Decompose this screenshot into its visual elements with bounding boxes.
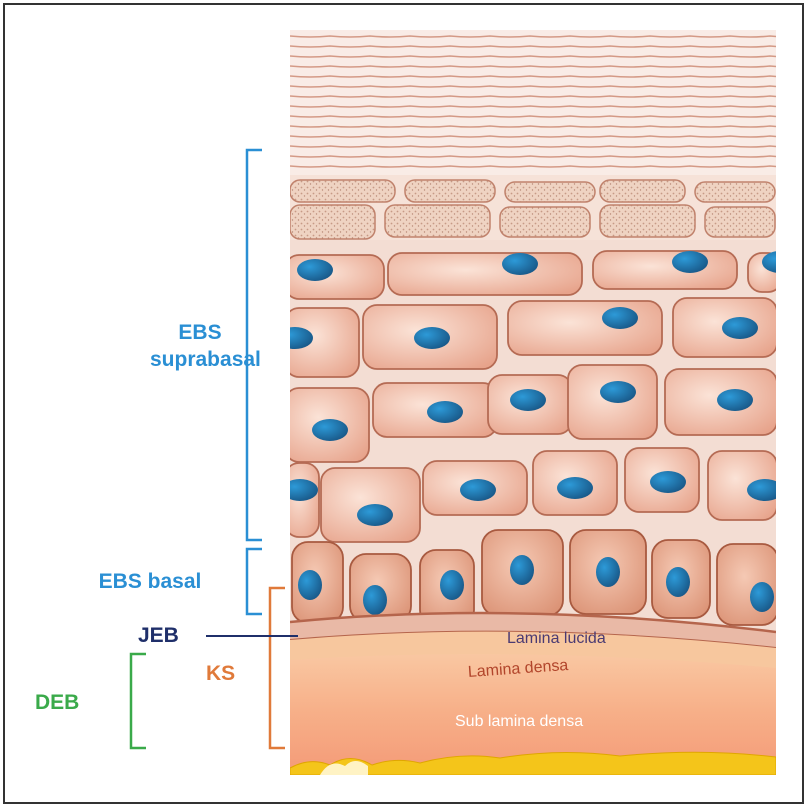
cell-nucleus (750, 582, 774, 612)
cell-nucleus (600, 381, 636, 403)
granular-cell (705, 207, 775, 237)
keratinocyte-cell (508, 301, 662, 355)
cell-nucleus (650, 471, 686, 493)
granular-cell (505, 182, 595, 202)
ebs-basal-bracket (247, 549, 262, 614)
cell-nucleus (312, 419, 348, 441)
granular-cell (600, 205, 695, 237)
cell-nucleus (297, 259, 333, 281)
cell-nucleus (747, 479, 783, 501)
keratinocyte-cell (388, 253, 582, 295)
deb-bracket (131, 654, 146, 748)
cell-nucleus (427, 401, 463, 423)
basal-cell (717, 544, 778, 625)
cell-nucleus (557, 477, 593, 499)
ks-label: KS (206, 662, 235, 686)
deb-label: DEB (35, 691, 79, 715)
keratinocyte-cell (593, 251, 737, 289)
ebs-suprabasal-line2: suprabasal (150, 346, 250, 373)
granular-cell (290, 180, 395, 202)
ks-bracket (270, 588, 285, 748)
keratinocyte-cell (285, 255, 384, 299)
sub-lamina-densa-label: Sub lamina densa (455, 713, 583, 731)
granular-cell (290, 205, 375, 239)
cell-nucleus (460, 479, 496, 501)
cell-nucleus (414, 327, 450, 349)
cell-nucleus (762, 251, 798, 273)
ebs-suprabasal-line1: EBS (150, 319, 250, 346)
cell-nucleus (666, 567, 690, 597)
cell-nucleus (510, 389, 546, 411)
granular-cell (600, 180, 685, 202)
cell-nucleus (298, 570, 322, 600)
cell-nucleus (277, 327, 313, 349)
cell-nucleus (596, 557, 620, 587)
cell-nucleus (602, 307, 638, 329)
granular-cell (385, 205, 490, 237)
ebs-basal-label: EBS basal (60, 568, 240, 595)
cell-nucleus (440, 570, 464, 600)
ebs-suprabasal-label: EBS suprabasal (150, 319, 250, 373)
cell-nucleus (717, 389, 753, 411)
cell-nucleus (672, 251, 708, 273)
cell-nucleus (282, 479, 318, 501)
cell-nucleus (502, 253, 538, 275)
granular-cell (500, 207, 590, 237)
lamina-lucida-label: Lamina lucida (507, 630, 606, 648)
granular-cell (695, 182, 775, 202)
granular-cell (405, 180, 495, 202)
cell-nucleus (510, 555, 534, 585)
jeb-label: JEB (138, 624, 179, 648)
cell-nucleus (363, 585, 387, 615)
cell-nucleus (357, 504, 393, 526)
cell-nucleus (722, 317, 758, 339)
